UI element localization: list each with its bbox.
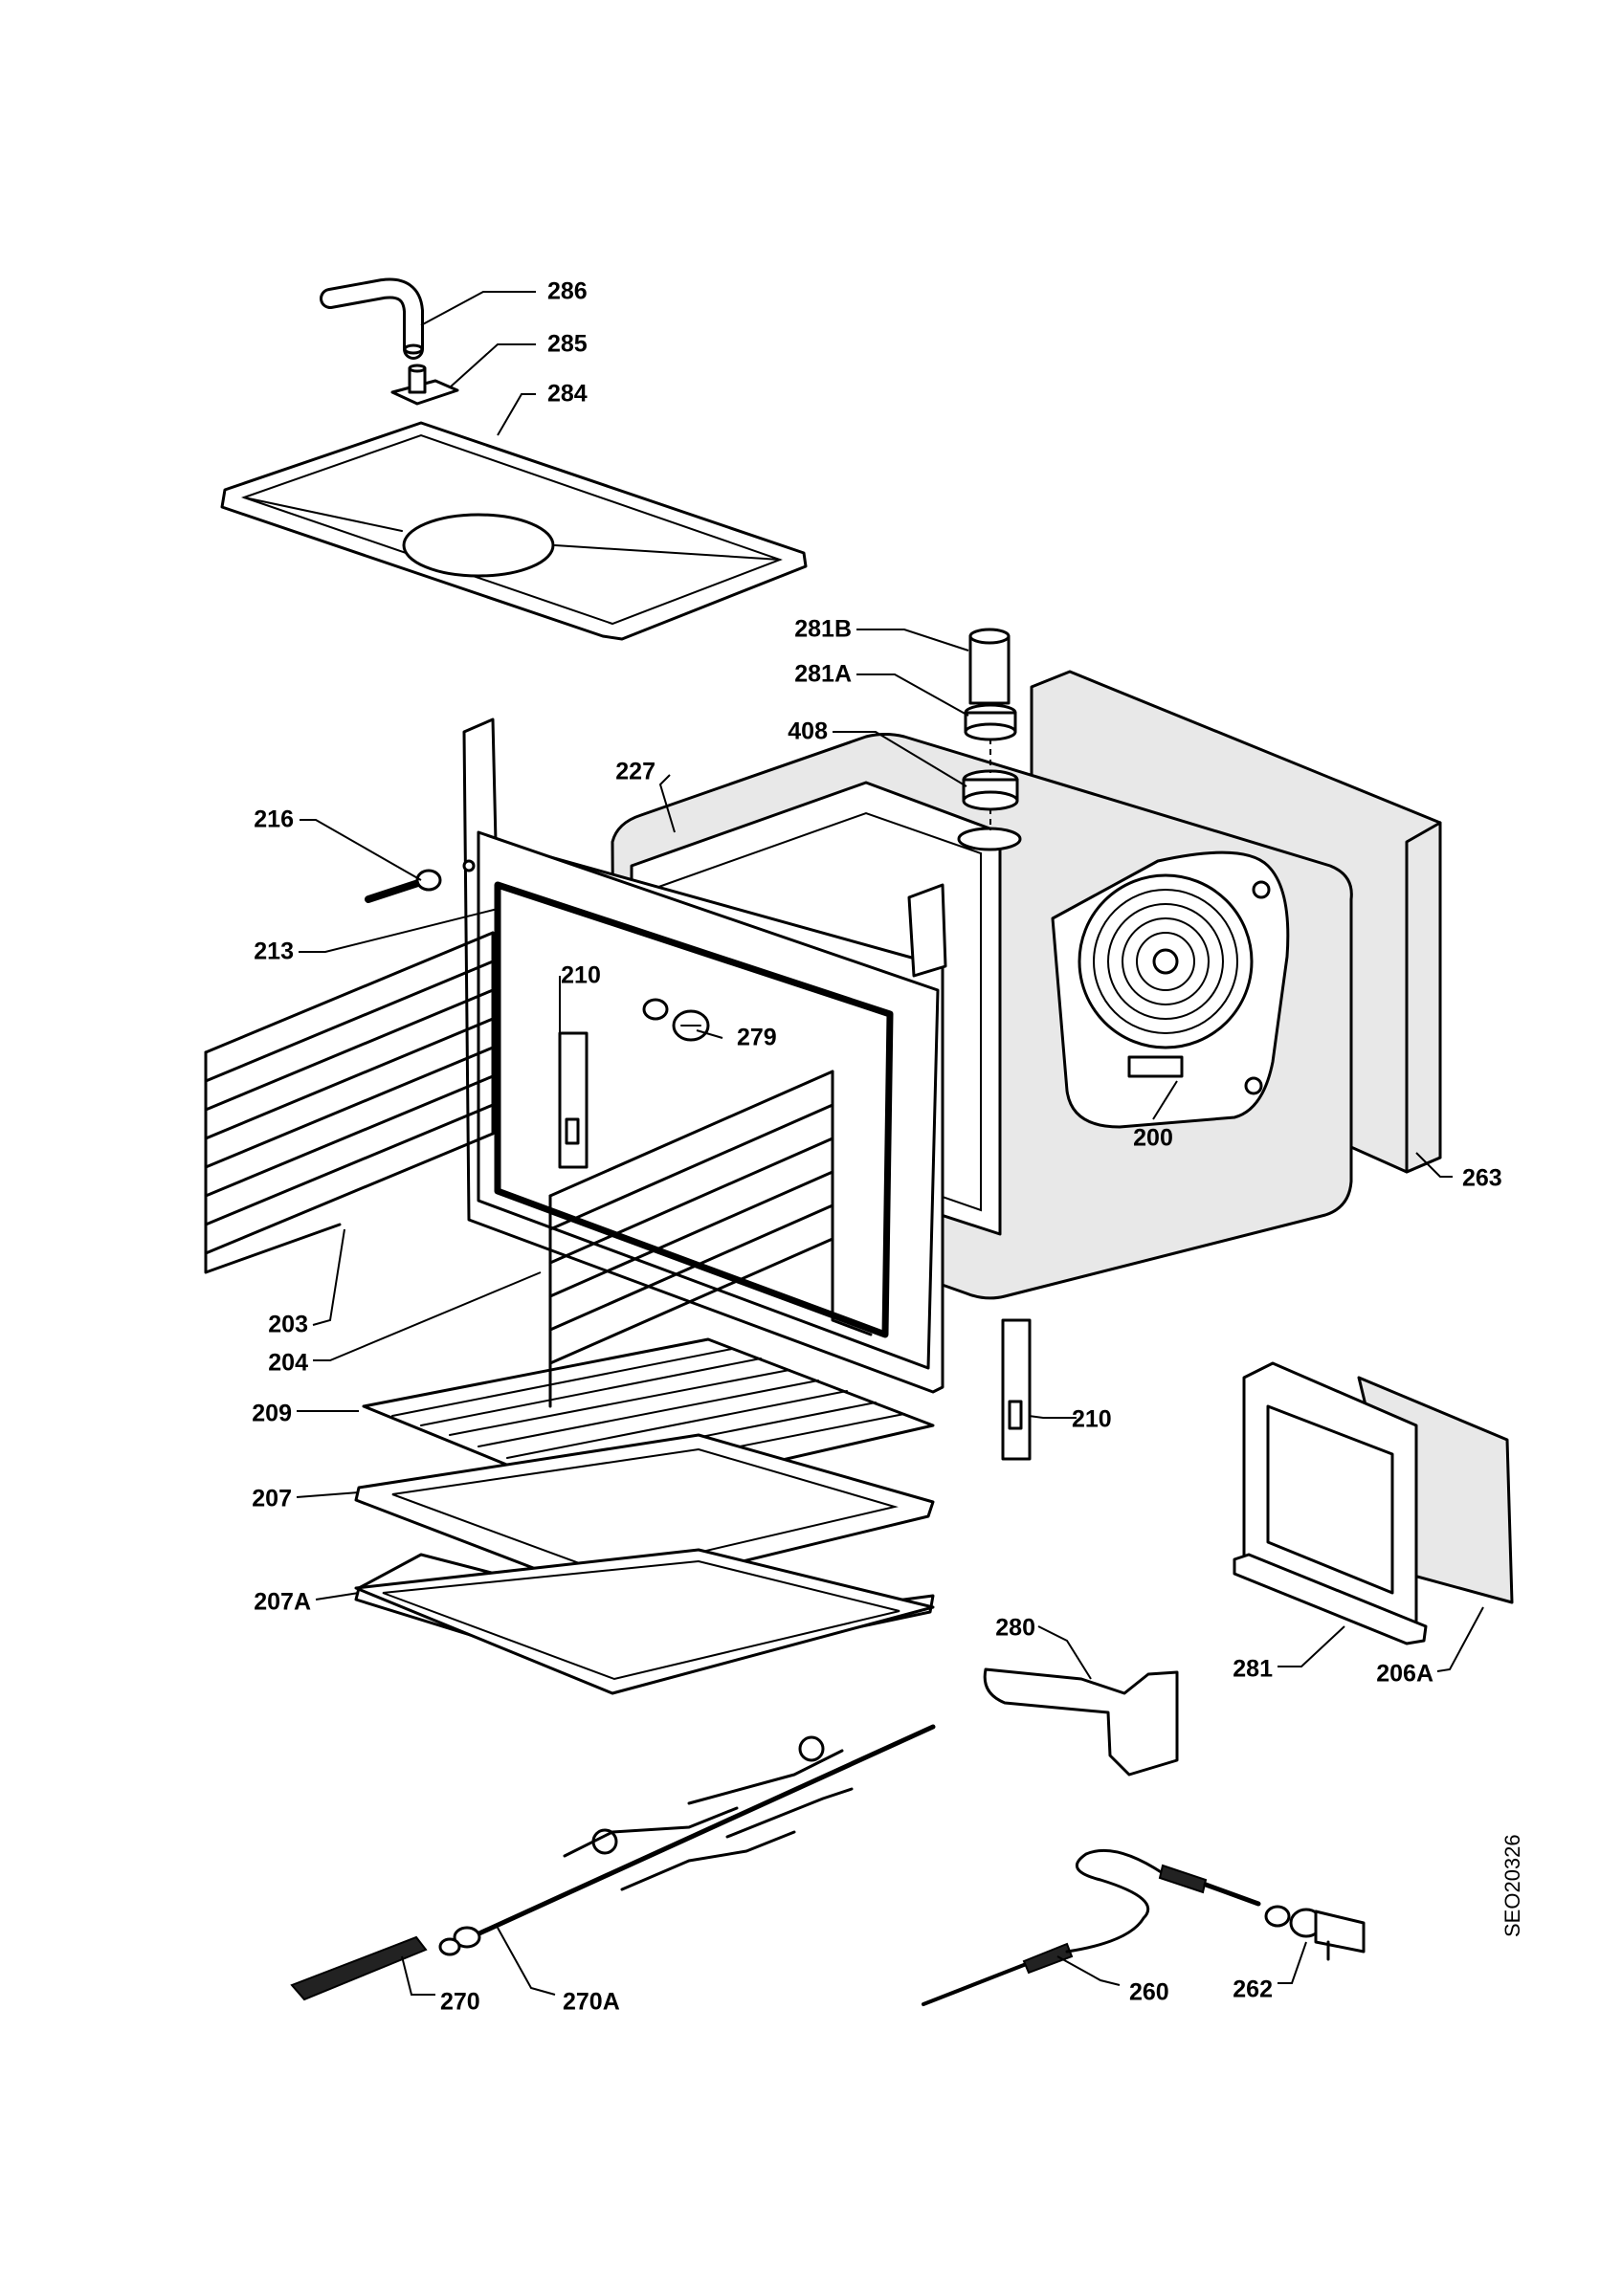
label-408: 408	[788, 718, 828, 745]
part-285-flange	[390, 364, 459, 406]
label-260: 260	[1129, 1978, 1169, 2006]
label-213: 213	[254, 938, 294, 965]
label-207A: 207A	[254, 1588, 311, 1616]
part-206A-frame	[1242, 1361, 1514, 1628]
part-210-clip-a	[558, 1031, 589, 1169]
part-281B-tube	[968, 628, 1011, 705]
part-270A-spit	[438, 1724, 936, 1956]
label-200: 200	[1133, 1124, 1173, 1152]
part-280-bracket	[983, 1667, 1179, 1777]
label-281: 281	[1233, 1655, 1273, 1683]
part-281A-bush	[964, 703, 1017, 741]
part-408-seal	[962, 769, 1019, 811]
label-203: 203	[268, 1311, 308, 1338]
part-286-pipe	[320, 277, 424, 360]
part-260-probe	[922, 1848, 1261, 2006]
part-281-trim	[1233, 1553, 1428, 1645]
part-262-socket	[1264, 1905, 1366, 1961]
label-262: 262	[1233, 1976, 1273, 2003]
label-227: 227	[615, 758, 655, 785]
label-286: 286	[547, 277, 588, 305]
label-285: 285	[547, 330, 588, 358]
label-206A: 206A	[1376, 1660, 1433, 1688]
document-code: SEO20326	[1500, 1834, 1524, 1937]
part-207-tray	[354, 1433, 935, 1595]
label-270: 270	[440, 1988, 480, 2016]
label-281B: 281B	[794, 615, 852, 643]
label-216: 216	[254, 806, 294, 833]
label-281A: 281A	[794, 660, 852, 688]
leader-lines	[296, 291, 1484, 1996]
part-279-lamp	[642, 998, 710, 1042]
part-front-frame	[462, 718, 947, 1394]
label-263: 263	[1462, 1164, 1502, 1192]
label-207: 207	[252, 1485, 292, 1512]
label-270A: 270A	[563, 1988, 620, 2016]
part-270-handle	[290, 1935, 428, 2001]
label-280: 280	[995, 1614, 1035, 1642]
label-204: 204	[268, 1349, 308, 1377]
label-210-b: 210	[1072, 1405, 1112, 1433]
label-209: 209	[252, 1400, 292, 1427]
label-284: 284	[547, 380, 588, 408]
label-210-a: 210	[561, 961, 601, 989]
part-207A-tray	[354, 1548, 935, 1695]
label-279: 279	[737, 1024, 777, 1051]
part-200-fan	[1051, 850, 1290, 1129]
part-216-screw	[365, 869, 442, 903]
part-210-clip-b	[1001, 1318, 1032, 1461]
part-284-top-plate	[220, 421, 808, 641]
part-203-left-runner	[204, 931, 495, 1274]
